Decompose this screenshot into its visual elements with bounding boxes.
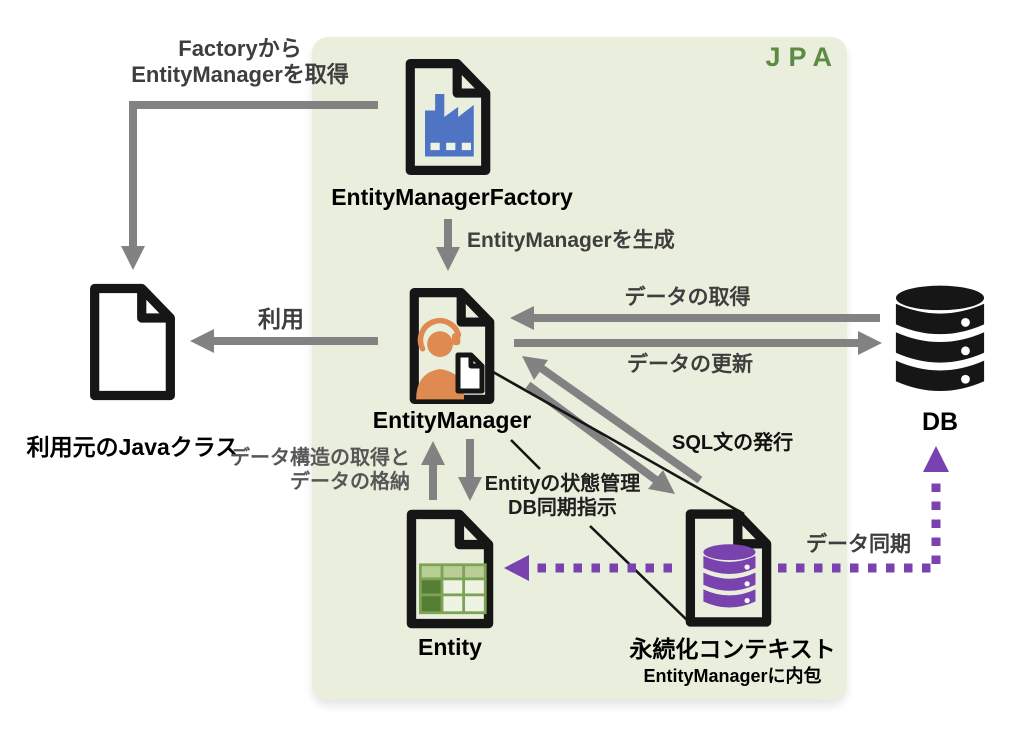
label-entitymanagerfactory: EntityManagerFactory bbox=[331, 184, 573, 210]
label-use: 利用 bbox=[258, 306, 304, 332]
arrow-factory-acquire bbox=[121, 101, 378, 270]
db-icon bbox=[895, 285, 985, 392]
entitymanager-icon bbox=[409, 288, 495, 404]
label-persistence-context: 永続化コンテキスト bbox=[629, 636, 836, 662]
arrow-sync-to-entity bbox=[504, 555, 672, 581]
label-entity-state-line2: DB同期指示 bbox=[508, 496, 617, 519]
label-data-structure-line2: データの格納 bbox=[290, 470, 410, 493]
label-factory-acquire-line2: EntityManagerを取得 bbox=[131, 61, 349, 87]
arrow-data-update bbox=[514, 331, 882, 355]
purple-database-glyph bbox=[703, 544, 756, 608]
support-person-glyph bbox=[416, 317, 464, 400]
entity-icon bbox=[406, 509, 494, 629]
label-data-structure-line1: データ構造の取得と bbox=[230, 447, 410, 469]
label-factory-acquire: Factoryから EntityManagerを取得 bbox=[95, 36, 385, 88]
contained-document-badge-icon bbox=[455, 352, 485, 394]
jpa-boundary-box bbox=[312, 37, 847, 700]
label-java-class: 利用元のJavaクラス bbox=[26, 434, 239, 460]
arrow-entity-manage-down bbox=[458, 439, 482, 501]
arrow-create-entitymanager bbox=[436, 219, 460, 271]
label-db: DB bbox=[921, 408, 959, 436]
arrow-use bbox=[190, 329, 378, 353]
arrow-entity-store-up bbox=[421, 441, 445, 500]
label-entitymanager: EntityManager bbox=[372, 407, 532, 433]
label-data-structure: データ構造の取得と データの格納 bbox=[220, 447, 410, 494]
factory-glyph bbox=[425, 94, 474, 157]
label-persistence-context-note: EntityManagerに内包 bbox=[643, 666, 822, 686]
persistence-context-icon bbox=[685, 509, 772, 627]
label-sql: SQL文の発行 bbox=[672, 432, 794, 454]
arrow-sql-to-context bbox=[525, 381, 675, 494]
arrow-sync-to-db bbox=[778, 446, 949, 573]
label-data-get: データの取得 bbox=[624, 286, 751, 309]
entitymanagerfactory-icon bbox=[405, 59, 491, 175]
label-data-sync: データ同期 bbox=[806, 533, 911, 556]
label-factory-acquire-line1: Factoryから bbox=[178, 36, 302, 61]
table-glyph bbox=[418, 563, 487, 615]
java-class-icon bbox=[90, 283, 175, 401]
label-data-update: データの更新 bbox=[627, 353, 753, 376]
arrow-data-get bbox=[510, 306, 880, 330]
label-entity: Entity bbox=[418, 634, 482, 660]
containment-leader-lines bbox=[485, 366, 745, 623]
arrow-sql-to-entitymanager bbox=[522, 356, 703, 484]
jpa-region-label: JPA bbox=[765, 42, 840, 72]
label-entity-state: Entityの状態管理 DB同期指示 bbox=[480, 473, 645, 520]
label-create-entitymanager: EntityManagerを生成 bbox=[467, 229, 675, 252]
label-entity-state-line1: Entityの状態管理 bbox=[484, 473, 641, 495]
